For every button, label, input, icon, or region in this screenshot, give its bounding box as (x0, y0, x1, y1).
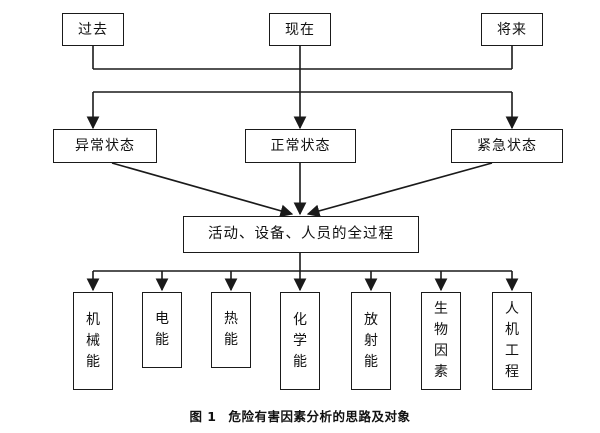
time-label-past: 过去 (78, 21, 108, 38)
factor-char: 因 (434, 343, 448, 359)
factor-char: 热 (224, 311, 238, 327)
factor-char: 工 (505, 343, 519, 359)
state-box-normal: 正常状态 (245, 129, 356, 163)
time-label-future: 将来 (497, 21, 527, 38)
factor-char: 放 (364, 311, 378, 328)
factor-box-biological: 生 物 因 素 (421, 292, 461, 390)
factor-char: 能 (155, 332, 169, 348)
process-box: 活动、设备、人员的全过程 (183, 216, 419, 253)
factor-box-thermal: 热 能 (211, 292, 251, 368)
state-label-emergency: 紧急状态 (477, 138, 537, 154)
state-label-abnormal: 异常状态 (75, 138, 135, 154)
figure-title: 危险有害因素分析的思路及对象 (228, 409, 411, 424)
factor-char: 能 (224, 332, 238, 348)
time-box-future: 将来 (481, 13, 543, 46)
factor-box-ergonomics: 人 机 工 程 (492, 292, 532, 390)
factor-char: 学 (293, 332, 307, 349)
process-label: 活动、设备、人员的全过程 (208, 226, 394, 243)
factor-char: 械 (86, 332, 100, 349)
factor-char: 生 (434, 301, 448, 317)
factor-char: 化 (293, 311, 307, 328)
factor-box-radiation: 放 射 能 (351, 292, 391, 390)
time-label-present: 现在 (285, 21, 315, 38)
state-box-emergency: 紧急状态 (451, 129, 563, 163)
factor-char: 能 (364, 353, 378, 370)
factor-box-electrical: 电 能 (142, 292, 182, 368)
factor-char: 能 (86, 353, 100, 370)
factor-char: 物 (434, 322, 448, 338)
factor-char: 射 (364, 332, 378, 349)
factor-box-mechanical: 机 械 能 (73, 292, 113, 390)
state-box-abnormal: 异常状态 (53, 129, 157, 163)
factor-char: 机 (505, 322, 519, 338)
factor-char: 素 (434, 364, 448, 380)
figure-number: 图 1 (189, 409, 217, 424)
factor-char: 人 (505, 301, 519, 317)
factor-char: 机 (86, 311, 100, 328)
factor-char: 程 (505, 364, 519, 380)
factor-char: 能 (293, 353, 307, 370)
factor-char: 电 (155, 311, 169, 327)
time-box-present: 现在 (269, 13, 331, 46)
factor-box-chemical: 化 学 能 (280, 292, 320, 390)
figure-caption: 图 1 危险有害因素分析的思路及对象 (0, 406, 600, 425)
time-box-past: 过去 (62, 13, 124, 46)
state-label-normal: 正常状态 (270, 138, 331, 154)
